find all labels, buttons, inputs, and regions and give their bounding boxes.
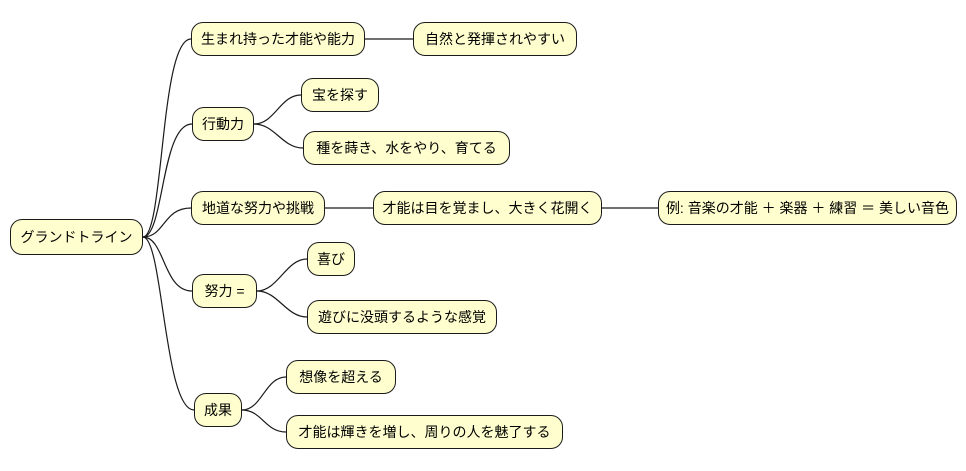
edge-root-results — [142, 236, 195, 411]
mindmap-node-beyond-imagination: 想像を超える — [286, 360, 396, 394]
edge-root-effort-equals — [142, 236, 193, 292]
mindmap-node-results: 成果 — [194, 393, 242, 427]
edge-action-treasure — [253, 94, 302, 125]
edge-effort-play — [256, 290, 308, 318]
mindmap-node-treasure-hunt: 宝を探す — [301, 78, 379, 112]
edge-results-shines — [241, 409, 287, 433]
edge-effort-joy — [256, 258, 308, 292]
mindmap-node-talent-shines: 才能は輝きを増し、周りの人を魅了する — [286, 415, 563, 449]
mindmap-node-naturally-expressed: 自然と発揮されやすい — [413, 22, 577, 56]
mindmap-node-joy: 喜び — [307, 242, 355, 276]
mindmap-node-root: グランドトライン — [10, 219, 143, 255]
mindmap-node-music-example: 例: 音楽の才能 ＋ 楽器 ＋ 練習 ＝ 美しい音色 — [658, 191, 957, 225]
mindmap-node-action-power: 行動力 — [192, 107, 254, 141]
edge-results-imagination — [241, 376, 287, 411]
edge-root-innate-talent — [142, 38, 192, 238]
edge-root-action-power — [142, 123, 193, 238]
edge-root-steady-effort — [142, 207, 192, 238]
mindmap-node-talent-blooms: 才能は目を覚まし、大きく花開く — [373, 191, 602, 225]
mindmap-node-effort-equals: 努力 = — [192, 274, 257, 308]
mindmap-node-sow-seeds: 種を蒔き、水をやり、育てる — [303, 131, 510, 165]
mindmap-node-steady-effort: 地道な努力や挑戦 — [191, 191, 325, 225]
edge-action-seeds — [253, 123, 304, 149]
mindmap-node-innate-talent: 生まれ持った才能や能力 — [191, 22, 365, 56]
mindmap-node-play-immersion: 遊びに没頭するような感覚 — [307, 300, 497, 334]
